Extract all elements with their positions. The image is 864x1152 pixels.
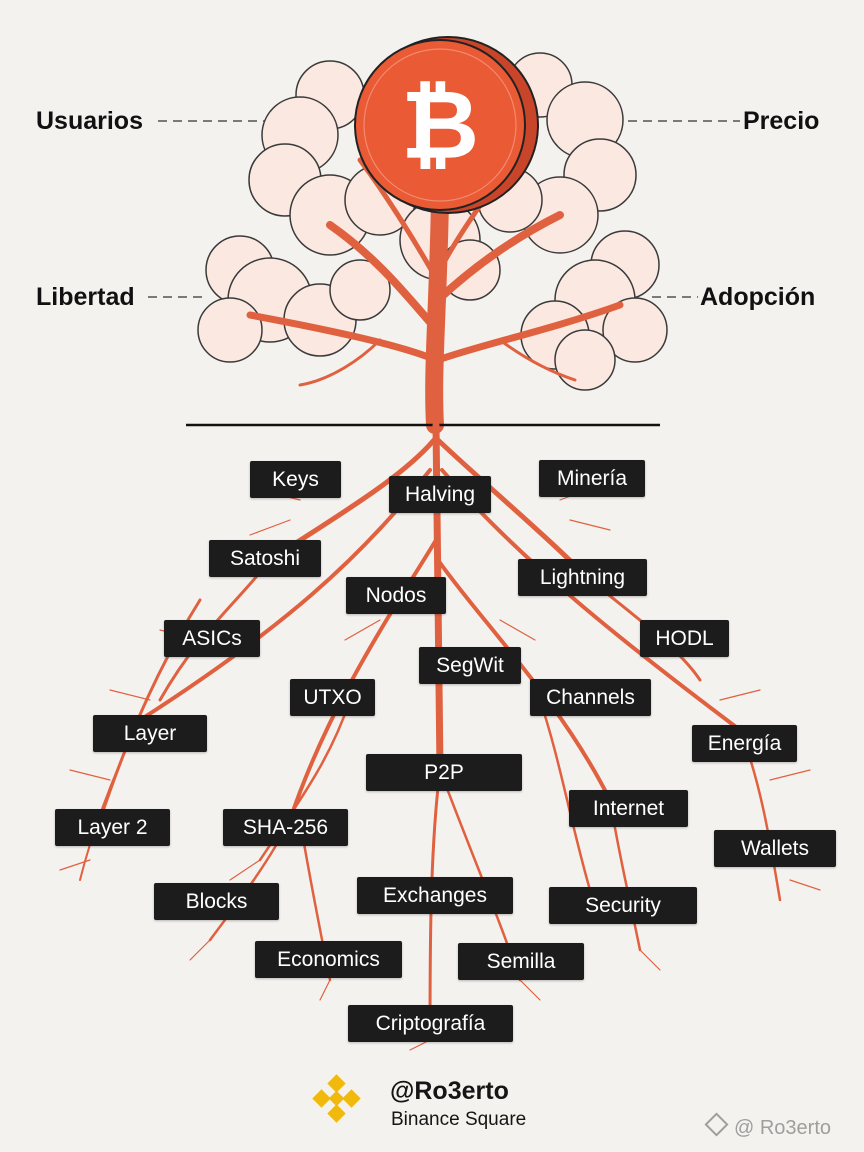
brand-subtitle: Binance Square	[391, 1109, 527, 1130]
root-tag-semilla: Semilla	[458, 943, 584, 980]
root-tag-halving: Halving	[389, 476, 491, 513]
root-tag-internet: Internet	[569, 790, 688, 827]
root-tag-wallets: Wallets	[714, 830, 836, 867]
root-tag-asics: ASICs	[164, 620, 260, 657]
trunk-branches	[246, 147, 624, 434]
root-tag-satoshi: Satoshi	[209, 540, 321, 577]
watermark-text: @ Ro3erto	[734, 1117, 832, 1139]
root-tag-channels: Channels	[530, 679, 651, 716]
root-tag-economics: Economics	[255, 941, 402, 978]
root-tag-hodl: HODL	[640, 620, 729, 657]
root-tag-layer-2: Layer 2	[55, 809, 170, 846]
root-tag-p2p: P2P	[366, 754, 522, 791]
root-tag-exchanges: Exchanges	[357, 877, 513, 914]
root-tag-criptografia: Criptografía	[348, 1005, 513, 1042]
watermark-logo-icon	[704, 1112, 729, 1137]
label-libertad: Libertad	[36, 283, 135, 311]
watermark: @ Ro3erto	[704, 1112, 832, 1140]
root-tag-utxo: UTXO	[290, 679, 375, 716]
root-tag-mineria: Minería	[539, 460, 645, 497]
label-adopcion: Adopción	[700, 283, 816, 311]
root-tag-energia: Energía	[692, 725, 797, 762]
root-tag-blocks: Blocks	[154, 883, 279, 920]
root-tag-security: Security	[549, 887, 697, 924]
bitcoin-coin-icon: ₿	[354, 36, 539, 214]
root-tag-nodos: Nodos	[346, 577, 446, 614]
root-tag-lightning: Lightning	[518, 559, 647, 596]
label-precio: Precio	[743, 107, 820, 135]
binance-logo-icon	[312, 1074, 361, 1123]
root-tag-keys: Keys	[250, 461, 341, 498]
root-tag-layer: Layer	[93, 715, 207, 752]
canopy-foliage	[197, 52, 668, 391]
svg-text:₿: ₿	[401, 72, 479, 179]
root-tag-sha-256: SHA-256	[223, 809, 348, 846]
root-tag-segwit: SegWit	[419, 647, 521, 684]
brand-handle: @Ro3erto	[390, 1077, 509, 1105]
label-usuarios: Usuarios	[36, 107, 143, 135]
